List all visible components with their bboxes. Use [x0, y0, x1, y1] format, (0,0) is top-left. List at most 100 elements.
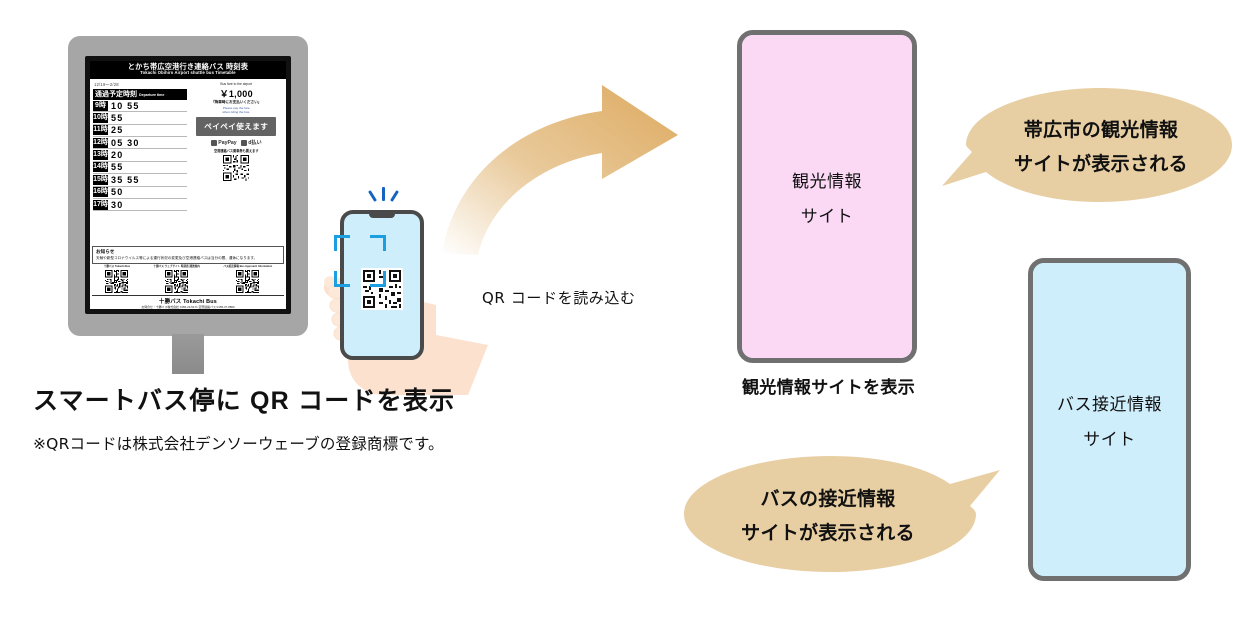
- fare-amount: ￥1,000: [219, 88, 253, 99]
- timetable-row-hour: 12時: [93, 137, 108, 148]
- fare-note-en-line2: when riding the bus.: [222, 110, 251, 115]
- scanning-phone-illustration: [318, 185, 493, 400]
- timetable-row-minutes: 25: [111, 125, 124, 136]
- timetable-row-minutes: 35 55: [111, 174, 140, 185]
- timetable-column-header: 通過予定時刻 Departure time: [93, 88, 187, 100]
- timetable-row-minutes: 55: [111, 162, 124, 173]
- timetable-title-bar: とかち帯広空港行き連絡バス 時刻表 Tokachi Obihiro Airpor…: [90, 61, 286, 79]
- timetable-row-hour: 11時: [93, 125, 108, 136]
- timetable-row-minutes: 20: [111, 150, 124, 161]
- payment-logos: PayPay d払い: [210, 139, 262, 147]
- bus-stop-caption: スマートバス停に QR コードを表示: [33, 387, 456, 415]
- bus-approach-callout-bubble: バスの接近情報 サイトが表示される: [682, 452, 1002, 576]
- qr-code-label: 十勝バス Tokachi Bus: [103, 265, 131, 269]
- bubble-shape-right-tail: [684, 456, 1000, 572]
- qr-code-cell: 十勝バス ウェブサイト 時刻表・運賃案内: [153, 265, 200, 293]
- bus-screen-line2: サイト: [1083, 429, 1136, 450]
- paypay-logo: PayPay: [210, 139, 237, 146]
- qr-code-label: 十勝バス ウェブサイト 時刻表・運賃案内: [153, 265, 200, 269]
- bus-screen-line1: バス接近情報: [1057, 394, 1162, 415]
- timetable-period: 12/19～2/28: [94, 81, 119, 87]
- timetable-row-minutes: 10 55: [111, 100, 140, 111]
- display-screen: とかち帯広空港行き連絡バス 時刻表 Tokachi Obihiro Airpor…: [85, 56, 291, 314]
- qr-code-icon: [165, 269, 189, 293]
- timetable-right-column: Bus fare to the airport ￥1,000 「降車時にお支払い…: [190, 81, 284, 244]
- bus-approach-site-screen: バス接近情報 サイト: [1033, 263, 1186, 576]
- tourism-callout-bubble: 帯広市の観光情報 サイトが表示される: [940, 84, 1232, 206]
- timetable-row-hour: 13時: [93, 150, 108, 161]
- fare-heading-en: Bus fare to the airport: [220, 81, 253, 86]
- timetable-row-hour: 16時: [93, 187, 108, 198]
- qr-code-row: 十勝バス Tokachi Bus 十勝バス ウェブサイト 時刻表・運賃案内 バス接近…: [90, 264, 286, 293]
- qr-code-cell: バス接近情報 Bus Approach Information: [223, 265, 273, 293]
- timetable-row-hour: 17時: [93, 199, 108, 210]
- scan-step-label: QR コードを読み込む: [482, 289, 636, 307]
- timetable-title-jp: とかち帯広空港行き連絡バス 時刻表: [127, 62, 249, 71]
- qr-code-label: バス接近情報 Bus Approach Information: [223, 265, 273, 269]
- timetable-row-minutes: 50: [111, 187, 124, 198]
- ticket-qr-code-icon: [223, 154, 250, 186]
- tourism-callout-line1: 帯広市の観光情報: [1023, 118, 1179, 141]
- qr-code-cell: 十勝バス Tokachi Bus: [103, 265, 131, 293]
- notice-heading: お知らせ: [96, 249, 115, 255]
- notice-box: お知らせ 天候や新型コロナウイルス等による運行状況の変更及び空港連絡バスは当分の…: [92, 246, 284, 265]
- bus-approach-callout-text: バスの接近情報 サイトが表示される: [682, 452, 1002, 576]
- paypay-mark-icon: [210, 139, 217, 146]
- timetable-row-minutes: 05 30: [111, 137, 140, 148]
- bubble-shape-left-tail: [942, 88, 1232, 202]
- tourism-site-screen: 観光情報 サイト: [742, 35, 912, 358]
- bus-approach-site-phone[interactable]: バス接近情報 サイト: [1028, 258, 1191, 581]
- timetable-row-hour: 14時: [93, 162, 108, 173]
- fare-note-en: Please pay the fare when riding the bus.: [222, 106, 250, 114]
- operator-contact: お問合せ：十勝バス株式会社 0155-23-5171 空港連絡バス 0155-3…: [141, 305, 235, 309]
- scanned-qr-code-icon: [361, 268, 403, 310]
- paypay-banner: ペイペイ使えます: [196, 117, 277, 137]
- dbarai-logo: d払い: [240, 139, 262, 147]
- phone-notch-icon: [369, 214, 395, 218]
- display-pole: [172, 334, 204, 374]
- qr-code-icon: [236, 269, 260, 293]
- timetable-row-hour: 9時: [93, 100, 108, 111]
- paypay-logo-label: PayPay: [218, 139, 237, 146]
- timetable-row-hour: 15時: [93, 174, 108, 185]
- tourism-callout-text: 帯広市の観光情報 サイトが表示される: [940, 84, 1232, 206]
- operator-name: 十勝バス Tokachi Bus: [159, 298, 217, 305]
- payment-note: 空港連絡バス乗車券も買えます: [213, 148, 259, 153]
- fare-note-en-line1: Please pay the fare: [222, 106, 250, 111]
- timetable-row-minutes: 30: [111, 199, 124, 210]
- dbarai-mark-icon: [240, 139, 247, 146]
- scan-success-sparkle-icon: [366, 185, 406, 207]
- timetable-poster: とかち帯広空港行き連絡バス 時刻表 Tokachi Obihiro Airpor…: [90, 61, 286, 309]
- tourism-site-phone[interactable]: 観光情報 サイト: [737, 30, 917, 363]
- tourism-screen-line1: 観光情報: [792, 171, 862, 192]
- fare-note-jp: 「降車時にお支払いください」: [211, 100, 262, 105]
- dbarai-logo-label: d払い: [248, 140, 262, 147]
- timetable-row-minutes: 55: [111, 112, 124, 123]
- tourism-screen-line2: サイト: [800, 206, 854, 227]
- flow-arrow-icon: [420, 75, 690, 260]
- column-header-jp: 通過予定時刻: [95, 90, 137, 98]
- tourism-callout-line2: サイトが表示される: [1014, 152, 1188, 175]
- qr-code-icon: [105, 269, 129, 293]
- bus-callout-line2: サイトが表示される: [741, 521, 915, 544]
- bus-callout-line1: バスの接近情報: [760, 487, 896, 510]
- column-header-en: Departure time: [139, 92, 165, 97]
- qr-scan-brackets-icon: [334, 235, 386, 287]
- smart-bus-stop-display: とかち帯広空港行き連絡バス 時刻表 Tokachi Obihiro Airpor…: [68, 36, 308, 374]
- tourism-phone-caption: 観光情報サイトを表示: [742, 378, 915, 397]
- timetable-title-en: Tokachi Obihiro Airport shuttle bus Time…: [140, 69, 236, 75]
- notice-body: 天候や新型コロナウイルス等による運行状況の変更及び空港連絡バスは当分の間、運休に…: [96, 256, 258, 261]
- timetable-row-hour: 10時: [93, 112, 108, 123]
